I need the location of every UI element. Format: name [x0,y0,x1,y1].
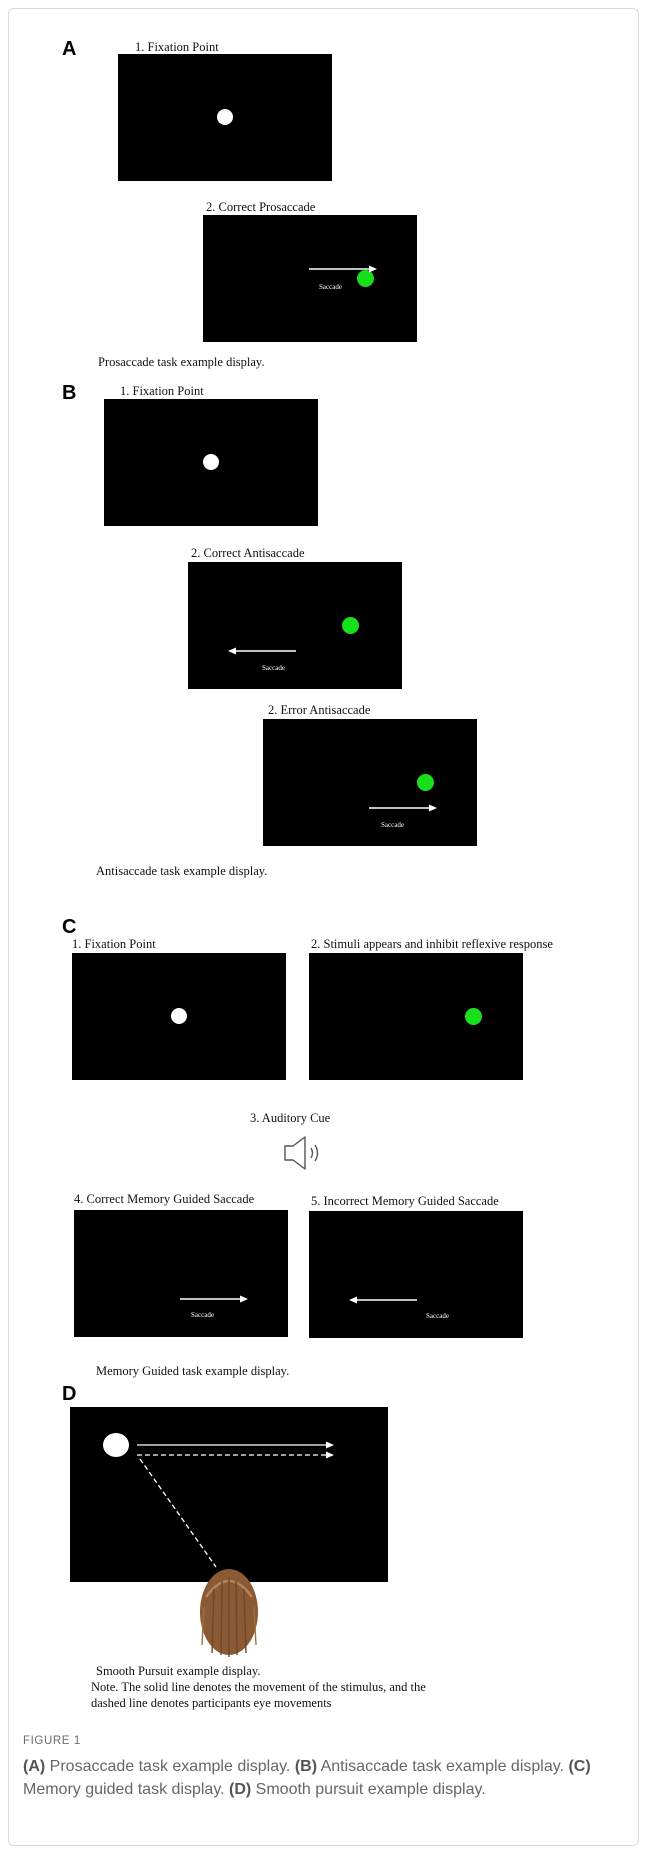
arrow-left-icon [228,647,296,655]
panel-d-note-line2: dashed line denotes participants eye mov… [91,1696,332,1710]
caption-d-text: Smooth pursuit example display. [251,1780,486,1798]
arrow-left-icon [349,1296,417,1304]
panel-b-error-screen: Saccade [263,719,477,846]
panel-d-note-line1: Note. The solid line denotes the movemen… [91,1680,426,1694]
panel-a-fixation-title: 1. Fixation Point [135,40,219,54]
panel-d-letter: D [62,1383,77,1405]
panel-c-incorrect-title: 5. Incorrect Memory Guided Saccade [311,1194,499,1208]
panel-d-caption: Smooth Pursuit example display. [96,1664,261,1678]
panel-b-correct-title: 2. Correct Antisaccade [191,546,305,560]
panel-c-stimuli-screen [309,953,523,1080]
fixation-dot [171,1008,187,1024]
pursuit-paths [137,1441,334,1568]
arrow-right-icon [309,265,377,273]
saccade-label: Saccade [319,283,342,291]
caption-b-text: Antisaccade task example display. [317,1758,569,1775]
stimulus-dot [357,270,374,287]
head-icon [200,1569,258,1657]
figure-label: FIGURE 1 [23,1735,81,1747]
saccade-label: Saccade [381,821,404,829]
stimulus-dot [465,1008,482,1025]
arrow-right-icon [369,804,437,812]
panel-b-fixation-screen [104,399,318,526]
panel-a-fixation-screen [118,54,332,181]
panel-c-correct-screen: Saccade [74,1210,288,1337]
figure-caption: (A) Prosaccade task example display. (B)… [23,1756,623,1801]
figure-frame [8,8,639,1846]
panel-c-fixation-screen [72,953,286,1080]
panel-a-letter: A [62,38,77,60]
speaker-icon [284,1136,319,1170]
saccade-label: Saccade [262,664,285,672]
fixation-dot [203,454,219,470]
panel-c-stimuli-title: 2. Stimuli appears and inhibit reflexive… [311,937,553,951]
panel-a-caption: Prosaccade task example display. [98,355,265,369]
panel-b-caption: Antisaccade task example display. [96,864,268,878]
panel-b-error-title: 2. Error Antisaccade [268,703,371,717]
stimulus-dot [342,617,359,634]
caption-d-tag: (D) [229,1780,252,1798]
stimulus-dot [417,774,434,791]
panel-c-letter: C [62,916,77,938]
panel-b-fixation-title: 1. Fixation Point [120,384,204,398]
panel-c-caption: Memory Guided task example display. [96,1364,290,1378]
panel-a-correct-screen: Saccade [203,215,417,342]
caption-a-tag: (A) [23,1758,46,1775]
panel-c-correct-title: 4. Correct Memory Guided Saccade [74,1192,255,1206]
saccade-label: Saccade [191,1311,214,1319]
panel-b-correct-screen: Saccade [188,562,402,689]
arrow-right-icon [180,1295,248,1303]
panel-c-fixation-title: 1. Fixation Point [72,937,156,951]
panel-c-incorrect-screen: Saccade [309,1211,523,1338]
caption-a-text: Prosaccade task example display. [45,1758,295,1775]
pursuit-stimulus-dot [103,1433,129,1457]
panel-c-auditory-title: 3. Auditory Cue [250,1111,331,1125]
fixation-dot [217,109,233,125]
panel-b-letter: B [62,382,77,404]
saccade-label: Saccade [426,1312,449,1320]
caption-b-tag: (B) [294,1758,318,1775]
panel-d-screen [70,1407,388,1582]
caption-c-text: Memory guided task display. [23,1780,230,1798]
panel-a-correct-title: 2. Correct Prosaccade [206,200,316,214]
caption-c-tag: (C) [568,1758,591,1775]
